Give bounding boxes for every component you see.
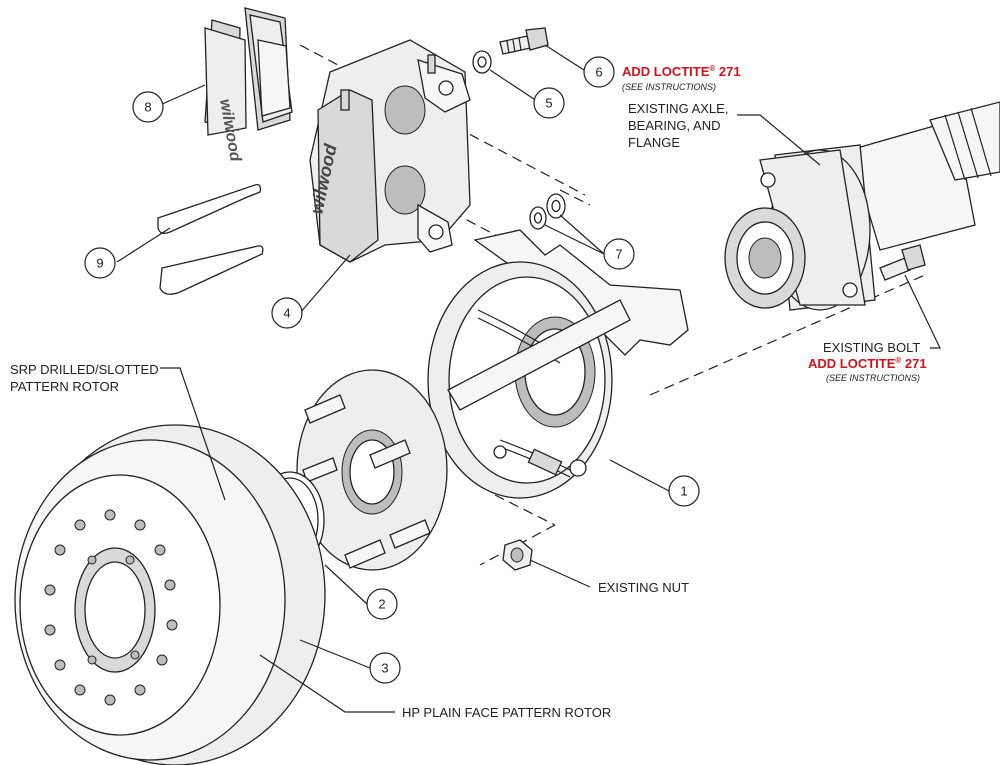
callout-1: 1 <box>668 475 700 507</box>
parking-brake-assembly <box>427 229 689 499</box>
svg-text:BEARING, AND: BEARING, AND <box>628 118 720 133</box>
svg-text:2: 2 <box>378 597 385 612</box>
loctite-note-top: ADD LOCTITE® 271 (SEE INSTRUCTIONS) <box>622 64 741 92</box>
center-shaft <box>447 299 631 411</box>
svg-text:ADD LOCTITE® 271: ADD LOCTITE® 271 <box>622 64 741 79</box>
svg-text:EXISTING BOLT: EXISTING BOLT <box>823 340 920 355</box>
callout-8: 8 <box>132 91 164 123</box>
svg-text:FLANGE: FLANGE <box>628 135 680 150</box>
svg-text:ADD LOCTITE® 271: ADD LOCTITE® 271 <box>808 356 927 371</box>
existing-axle-label: EXISTING AXLE, BEARING, AND FLANGE <box>628 101 728 150</box>
callout-5: 5 <box>533 87 565 119</box>
existing-bolt-label: EXISTING BOLT ADD LOCTITE® 271 (SEE INST… <box>808 340 927 383</box>
brake-pads: wilwood <box>204 7 293 164</box>
svg-text:EXISTING NUT: EXISTING NUT <box>598 580 689 595</box>
svg-text:EXISTING AXLE,: EXISTING AXLE, <box>628 101 728 116</box>
svg-text:HP PLAIN FACE PATTERN ROTOR: HP PLAIN FACE PATTERN ROTOR <box>402 705 611 720</box>
existing-nut <box>502 539 533 571</box>
hp-rotor-label: HP PLAIN FACE PATTERN ROTOR <box>402 705 611 720</box>
pad-shims <box>157 184 264 295</box>
callout-6: 6 <box>583 56 615 88</box>
svg-text:(SEE INSTRUCTIONS): (SEE INSTRUCTIONS) <box>622 82 716 92</box>
callout-9: 9 <box>84 247 116 279</box>
svg-text:7: 7 <box>615 247 622 262</box>
svg-text:6: 6 <box>595 65 602 80</box>
existing-nut-label: EXISTING NUT <box>598 580 689 595</box>
srp-rotor-label: SRP DRILLED/SLOTTED PATTERN ROTOR <box>10 362 159 394</box>
svg-text:3: 3 <box>381 661 388 676</box>
shim-washers <box>529 193 566 230</box>
caliper-bolt <box>499 27 549 55</box>
caliper: wilwood <box>306 39 471 263</box>
callout-2: 2 <box>366 588 398 620</box>
existing-axle-assembly <box>724 101 1000 311</box>
svg-text:9: 9 <box>96 256 103 271</box>
callout-4: 4 <box>271 297 303 329</box>
svg-text:SRP DRILLED/SLOTTED: SRP DRILLED/SLOTTED <box>10 362 159 377</box>
callout-7: 7 <box>603 238 635 270</box>
svg-text:1: 1 <box>680 484 687 499</box>
existing-bolt <box>879 244 926 281</box>
callout-3: 3 <box>369 652 401 684</box>
washer <box>472 50 492 74</box>
leader-lines <box>116 44 941 713</box>
rotor <box>14 424 326 765</box>
hub-adapter <box>296 369 448 571</box>
svg-text:5: 5 <box>545 96 552 111</box>
svg-text:PATTERN ROTOR: PATTERN ROTOR <box>10 379 119 394</box>
svg-text:(SEE INSTRUCTIONS): (SEE INSTRUCTIONS) <box>826 373 920 383</box>
svg-text:4: 4 <box>283 306 290 321</box>
svg-text:8: 8 <box>144 100 151 115</box>
